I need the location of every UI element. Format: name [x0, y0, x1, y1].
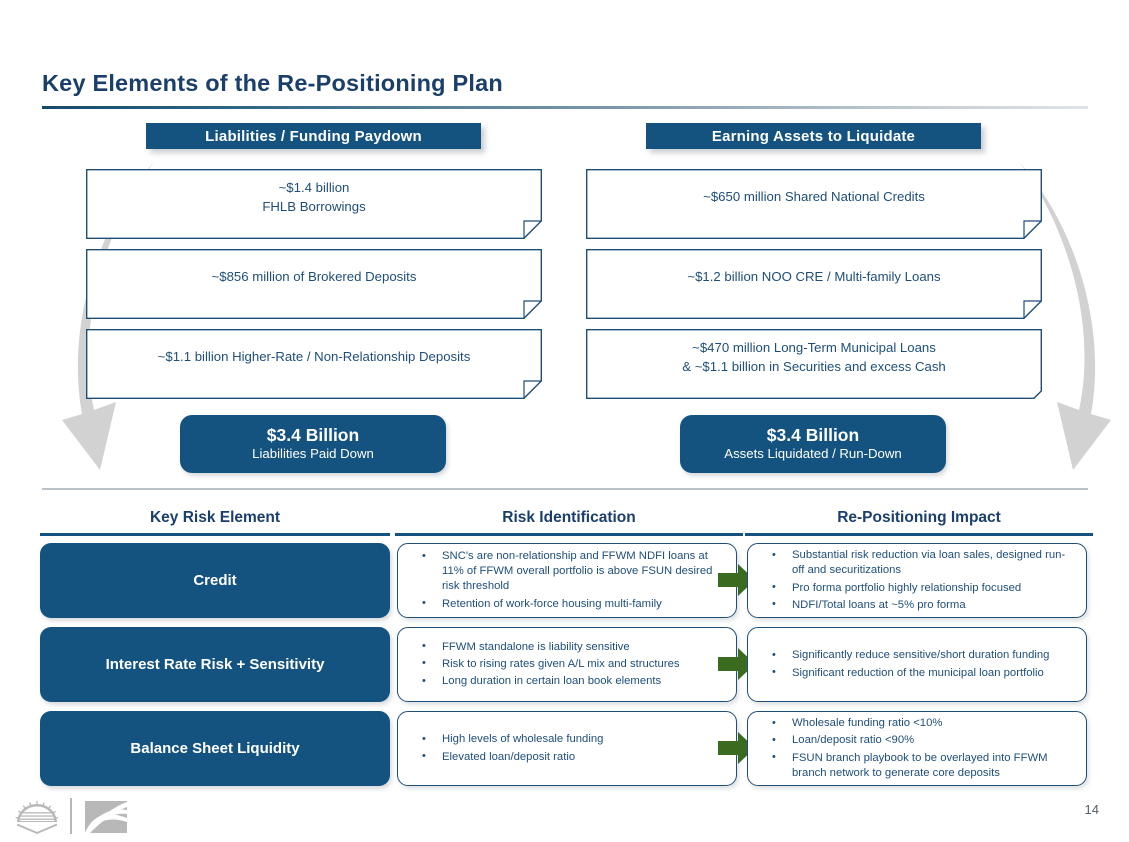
asset-item-box: ~$650 million Shared National Credits	[586, 169, 1042, 239]
company-logo-swoosh-icon	[85, 801, 127, 833]
list-item: Wholesale funding ratio <10%	[748, 716, 1086, 731]
asset-item-text: ~$1.2 billion NOO CRE / Multi-family Loa…	[687, 269, 941, 285]
section-header-assets: Earning Assets to Liquidate	[646, 123, 981, 149]
page-number: 14	[1084, 802, 1099, 817]
liability-item-text: ~$856 million of Brokered Deposits	[211, 269, 417, 285]
list-item: Risk to rising rates given A/L mix and s…	[398, 656, 736, 672]
re-positioning-impact-cell: Significantly reduce sensitive/short dur…	[747, 627, 1087, 702]
column-header-underline	[745, 533, 1093, 536]
section-header-liabilities-label: Liabilities / Funding Paydown	[205, 127, 422, 145]
list-item: Significantly reduce sensitive/short dur…	[748, 648, 1086, 663]
bullet-list: Wholesale funding ratio <10% Loan/deposi…	[748, 712, 1086, 785]
list-item: Elevated loan/deposit ratio	[398, 749, 736, 765]
liability-item-box: ~$856 million of Brokered Deposits	[86, 249, 542, 319]
bullet-list: SNC's are non-relationship and FFWM NDFI…	[398, 544, 736, 617]
list-item: Pro forma portfolio highly relationship …	[748, 580, 1086, 596]
risk-element-label: Credit	[40, 543, 390, 618]
column-header-underline	[395, 533, 743, 536]
liability-item-box: ~$1.4 billion FHLB Borrowings	[86, 169, 542, 239]
summary-amount: $3.4 Billion	[266, 425, 360, 446]
list-item: Retention of work-force housing multi-fa…	[398, 596, 736, 612]
company-logo-sun-icon	[15, 801, 59, 834]
list-item: SNC's are non-relationship and FFWM NDFI…	[398, 549, 736, 594]
re-positioning-impact-cell: Substantial risk reduction via loan sale…	[747, 543, 1087, 618]
column-header-risk-identification: Risk Identification	[502, 509, 636, 526]
asset-item-text: ~$470 million Long-Term Municipal Loans …	[682, 339, 946, 374]
summary-assets-liquidated: $3.4 Billion Assets Liquidated / Run-Dow…	[680, 415, 946, 473]
summary-caption: Assets Liquidated / Run-Down	[724, 446, 902, 462]
risk-identification-cell: SNC's are non-relationship and FFWM NDFI…	[397, 543, 737, 618]
list-item: Substantial risk reduction via loan sale…	[748, 548, 1086, 578]
title-divider	[42, 106, 1088, 109]
summary-liabilities-paid-down: $3.4 Billion Liabilities Paid Down	[180, 415, 446, 473]
list-item: High levels of wholesale funding	[398, 732, 736, 747]
list-item: Loan/deposit ratio <90%	[748, 733, 1086, 748]
risk-element-label: Balance Sheet Liquidity	[40, 711, 390, 786]
bullet-list: Substantial risk reduction via loan sale…	[748, 544, 1086, 617]
liability-item-text: ~$1.1 billion Higher-Rate / Non-Relation…	[157, 349, 471, 365]
column-header-underline	[40, 533, 390, 536]
bullet-list: Significantly reduce sensitive/short dur…	[748, 628, 1086, 701]
list-item: Significant reduction of the municipal l…	[748, 665, 1086, 681]
column-header-key-risk-element: Key Risk Element	[149, 509, 281, 526]
logo-separator	[70, 798, 72, 834]
section-header-liabilities: Liabilities / Funding Paydown	[146, 123, 481, 149]
list-item: Long duration in certain loan book eleme…	[398, 674, 736, 689]
asset-item-box: ~$1.2 billion NOO CRE / Multi-family Loa…	[586, 249, 1042, 319]
risk-identification-cell: High levels of wholesale funding Elevate…	[397, 711, 737, 786]
section-divider	[42, 488, 1088, 490]
liability-item-box: ~$1.1 billion Higher-Rate / Non-Relation…	[86, 329, 542, 399]
list-item: FFWM standalone is liability sensitive	[398, 639, 736, 655]
column-header-re-positioning-impact: Re-Positioning Impact	[837, 509, 1001, 526]
risk-element-label-text: Credit	[193, 572, 237, 589]
summary-caption: Liabilities Paid Down	[252, 446, 374, 462]
risk-element-label-text: Interest Rate Risk + Sensitivity	[105, 656, 325, 673]
liability-item-text: ~$1.4 billion FHLB Borrowings	[262, 179, 366, 214]
re-positioning-impact-cell: Wholesale funding ratio <10% Loan/deposi…	[747, 711, 1087, 786]
list-item: FSUN branch playbook to be overlayed int…	[748, 750, 1086, 781]
risk-element-label-text: Balance Sheet Liquidity	[130, 740, 300, 757]
list-item: NDFI/Total loans at ~5% pro forma	[748, 597, 1086, 613]
section-header-assets-label: Earning Assets to Liquidate	[711, 127, 916, 145]
asset-item-box: ~$470 million Long-Term Municipal Loans …	[586, 329, 1042, 399]
risk-element-label: Interest Rate Risk + Sensitivity	[40, 627, 390, 702]
asset-item-text: ~$650 million Shared National Credits	[703, 189, 925, 205]
summary-amount: $3.4 Billion	[766, 425, 860, 446]
page-title: Key Elements of the Re-Positioning Plan	[42, 70, 503, 96]
bullet-list: High levels of wholesale funding Elevate…	[398, 712, 736, 785]
bullet-list: FFWM standalone is liability sensitive R…	[398, 628, 736, 701]
risk-identification-cell: FFWM standalone is liability sensitive R…	[397, 627, 737, 702]
